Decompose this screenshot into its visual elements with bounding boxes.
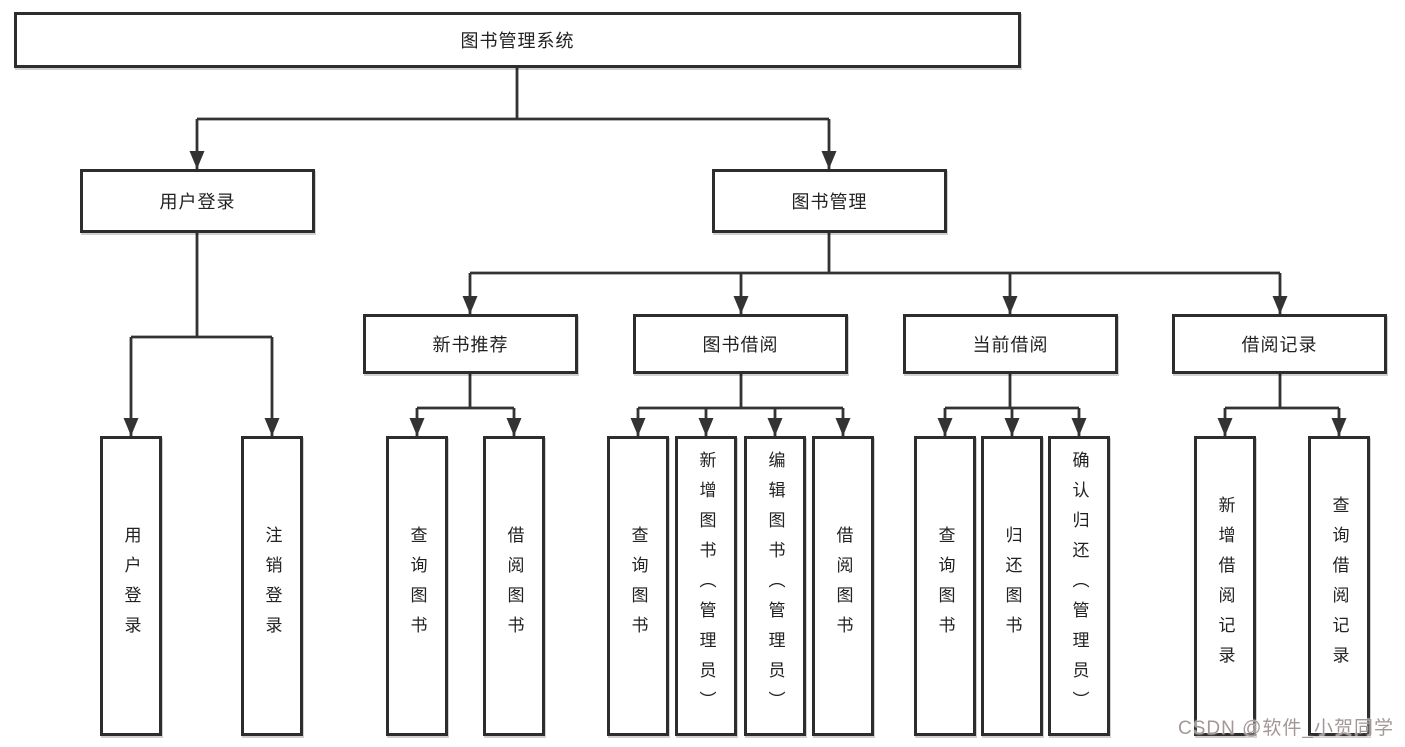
leaf-confirm-return-admin: 确认归还（管理员） — [1048, 436, 1110, 736]
leaf-label: 注销登录 — [262, 526, 282, 646]
leaf-edit-books-admin: 编辑图书（管理员） — [744, 436, 806, 736]
node-borrow-records: 借阅记录 — [1172, 314, 1387, 374]
node-library-system: 图书管理系统 — [14, 12, 1021, 68]
leaf-label: 确认归还（管理员） — [1069, 451, 1089, 721]
node-label: 当前借阅 — [972, 335, 1049, 355]
leaf-borrow-books-recommend: 借阅图书 — [483, 436, 545, 736]
leaf-label: 借阅图书 — [504, 526, 524, 646]
node-label: 借阅记录 — [1241, 335, 1318, 355]
leaf-label: 查询图书 — [628, 526, 648, 646]
leaf-label: 查询图书 — [407, 526, 427, 646]
leaf-query-books-borrow: 查询图书 — [607, 436, 669, 736]
leaf-label: 新增图书（管理员） — [696, 451, 716, 721]
leaf-query-books-recommend: 查询图书 — [386, 436, 448, 736]
leaf-label: 新增借阅记录 — [1215, 496, 1235, 676]
leaf-user-login: 用户登录 — [100, 436, 162, 736]
node-label: 图书管理 — [791, 192, 868, 212]
node-book-management: 图书管理 — [712, 169, 947, 233]
node-book-borrow: 图书借阅 — [633, 314, 848, 374]
node-label: 图书管理系统 — [460, 31, 575, 51]
node-new-book-recommend: 新书推荐 — [363, 314, 578, 374]
watermark: CSDN @软件_小贺同学 — [1178, 718, 1394, 739]
leaf-label: 归还图书 — [1002, 526, 1022, 646]
leaf-label: 用户登录 — [121, 526, 141, 646]
leaf-add-books-admin: 新增图书（管理员） — [675, 436, 737, 736]
leaf-label: 查询借阅记录 — [1329, 496, 1349, 676]
leaf-borrow-books: 借阅图书 — [812, 436, 874, 736]
leaf-query-books-current: 查询图书 — [914, 436, 976, 736]
leaf-label: 借阅图书 — [833, 526, 853, 646]
node-user-login: 用户登录 — [80, 169, 315, 233]
node-label: 用户登录 — [159, 192, 236, 212]
leaf-label: 编辑图书（管理员） — [765, 451, 785, 721]
leaf-query-borrow-record: 查询借阅记录 — [1308, 436, 1370, 736]
leaf-add-borrow-record: 新增借阅记录 — [1194, 436, 1256, 736]
node-label: 图书借阅 — [702, 335, 779, 355]
leaf-return-books: 归还图书 — [981, 436, 1043, 736]
leaf-label: 查询图书 — [935, 526, 955, 646]
node-label: 新书推荐 — [432, 335, 509, 355]
node-current-borrow: 当前借阅 — [903, 314, 1118, 374]
leaf-logout: 注销登录 — [241, 436, 303, 736]
